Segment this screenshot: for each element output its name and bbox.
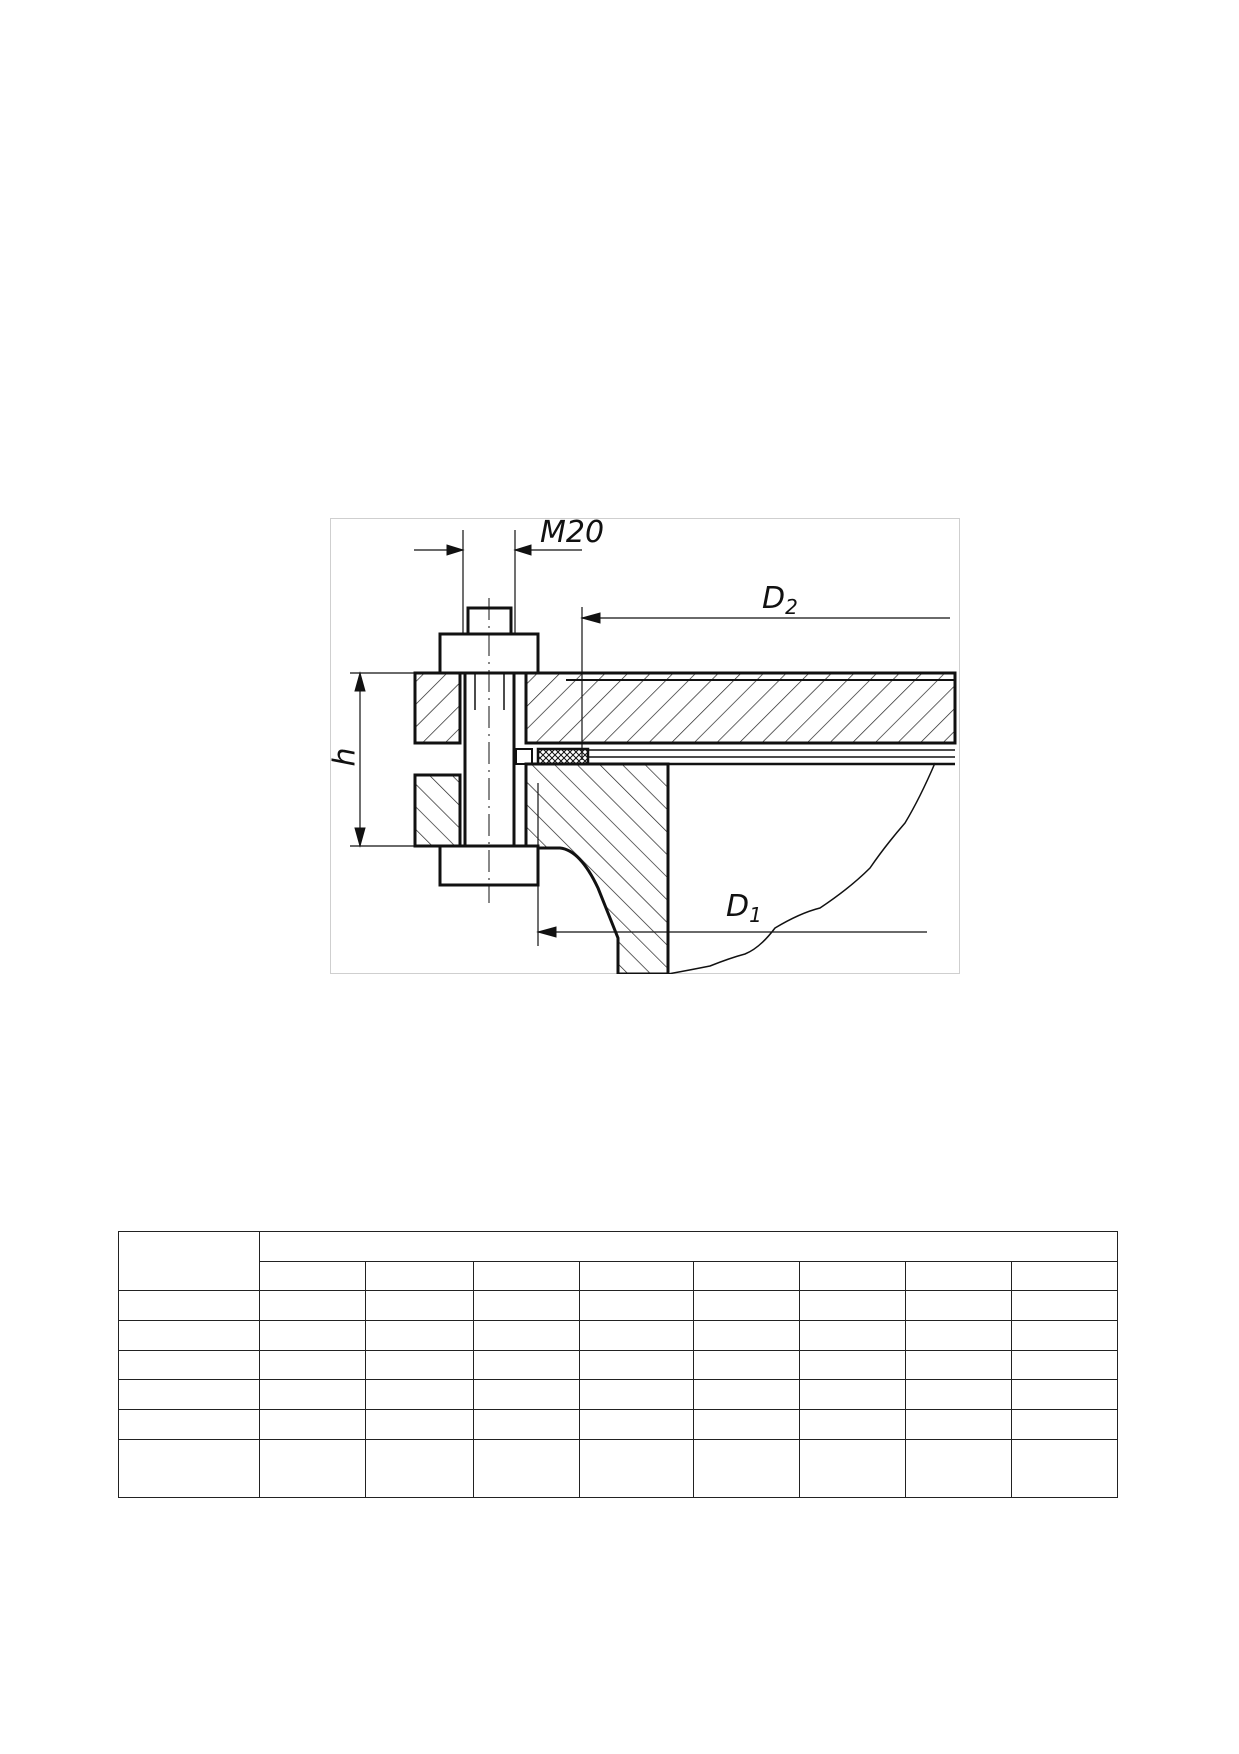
table-cell (1011, 1290, 1118, 1321)
table-cell (905, 1290, 1012, 1321)
table-cell (365, 1439, 474, 1498)
table-cell (905, 1320, 1012, 1351)
bolt (438, 598, 540, 903)
table-cell (473, 1379, 580, 1410)
table-cell (693, 1350, 800, 1380)
table-cell (799, 1409, 906, 1440)
table-cell (118, 1320, 260, 1351)
d2-label-main: D (762, 581, 786, 616)
table-corner-cell (118, 1231, 260, 1291)
table-cell (693, 1439, 800, 1498)
table-cell (693, 1409, 800, 1440)
h-label: h (327, 747, 363, 767)
table-subheader-row (119, 1261, 1118, 1291)
cover-plate (413, 671, 957, 745)
table-row (118, 1379, 1118, 1410)
table-cell (473, 1350, 580, 1380)
table-cell (259, 1350, 366, 1380)
table-row (118, 1320, 1118, 1351)
table-cell (693, 1320, 800, 1351)
table-cell (365, 1290, 474, 1321)
table-cell (365, 1409, 474, 1440)
table-cell (259, 1409, 366, 1440)
table-cell (579, 1439, 694, 1498)
table-row (118, 1290, 1118, 1321)
table-cell (118, 1379, 260, 1410)
d2-label: D2 (762, 581, 798, 619)
table-cell (118, 1409, 260, 1440)
table-cell (905, 1350, 1012, 1380)
table-cell (473, 1409, 580, 1440)
table-cell (905, 1261, 1012, 1291)
table-cell (579, 1350, 694, 1380)
table-cell (365, 1350, 474, 1380)
table-cell (799, 1350, 906, 1380)
table-cell (365, 1379, 474, 1410)
table-row (118, 1350, 1118, 1380)
table-cell (473, 1290, 580, 1321)
gasket (515, 747, 955, 766)
table-cell (118, 1290, 260, 1321)
table-header-row (118, 1231, 1118, 1291)
table-cell (473, 1439, 580, 1498)
table-cell (118, 1350, 260, 1380)
table-cell (579, 1379, 694, 1410)
table-cell (259, 1439, 366, 1498)
table-cell (1011, 1261, 1118, 1291)
table-header-cell (259, 1231, 1118, 1262)
table-cell (579, 1409, 694, 1440)
m20-label: M20 (540, 515, 605, 550)
table-cell (799, 1379, 906, 1410)
table-cell (259, 1320, 366, 1351)
table-cell (693, 1261, 800, 1291)
table-row (118, 1439, 1118, 1498)
table-cell (1011, 1320, 1118, 1351)
table-cell (579, 1290, 694, 1321)
table-cell (905, 1439, 1012, 1498)
table-cell (365, 1261, 474, 1291)
d2-label-sub: 2 (785, 595, 798, 619)
table-cell (799, 1320, 906, 1351)
d1-label: D1 (726, 889, 762, 927)
table-cell (905, 1409, 1012, 1440)
table-cell (579, 1261, 694, 1291)
table-cell (473, 1320, 580, 1351)
table-cell (579, 1320, 694, 1351)
table-cell (1011, 1439, 1118, 1498)
table-cell (693, 1379, 800, 1410)
table-cell (1011, 1379, 1118, 1410)
table-cell (473, 1261, 580, 1291)
table-cell (693, 1290, 800, 1321)
break-line (667, 762, 936, 974)
table-cell (259, 1290, 366, 1321)
table-cell (259, 1379, 366, 1410)
table-cell (799, 1261, 906, 1291)
h-dimension (350, 671, 415, 848)
d1-label-sub: 1 (749, 903, 762, 927)
table-cell (1011, 1409, 1118, 1440)
table-cell (259, 1261, 366, 1291)
table-cell (799, 1439, 906, 1498)
d1-label-main: D (726, 889, 750, 924)
table-row (118, 1409, 1118, 1440)
table-cell (118, 1439, 260, 1498)
table-cell (1011, 1350, 1118, 1380)
table-cell (799, 1290, 906, 1321)
lower-flange (413, 762, 670, 974)
table-cell (905, 1379, 1012, 1410)
table-cell (365, 1320, 474, 1351)
data-table (118, 1231, 1118, 1498)
flange-joint-drawing (350, 530, 957, 974)
